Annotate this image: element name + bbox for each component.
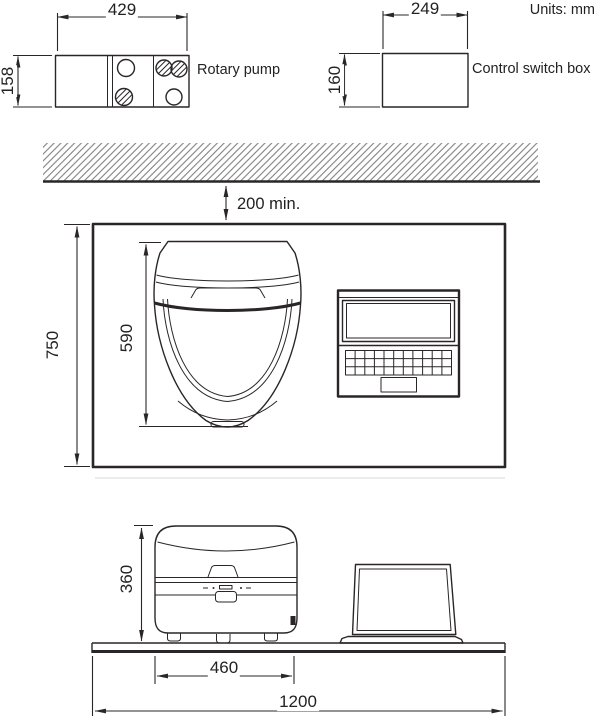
device-top-saddle-curve bbox=[157, 541, 295, 552]
pump-port-circle bbox=[165, 88, 183, 106]
dimension-pump-height bbox=[13, 54, 52, 108]
device-front-band bbox=[154, 301, 301, 312]
dimension-device-depth bbox=[139, 241, 248, 428]
device-feet bbox=[167, 633, 278, 644]
dimension-table-depth bbox=[64, 223, 90, 468]
clearance-label: 200 min. bbox=[237, 195, 301, 213]
device-top-seam-1 bbox=[156, 274, 299, 282]
dim-label-box-width: 249 bbox=[408, 0, 442, 19]
control-switch-box-figure bbox=[381, 52, 469, 108]
control-switch-box-caption: Control switch box bbox=[472, 61, 591, 77]
laptop-base-side bbox=[339, 635, 464, 644]
laptop-display-side bbox=[356, 568, 452, 631]
dimension-box-height bbox=[339, 52, 380, 108]
table-top-view bbox=[91, 222, 507, 469]
device-latch bbox=[215, 591, 237, 603]
laptop-top-view bbox=[336, 289, 461, 398]
rotary-pump-figure bbox=[54, 54, 190, 108]
device-body-seam bbox=[155, 577, 297, 583]
laptop-side-view bbox=[339, 563, 464, 644]
device-side-outline bbox=[154, 525, 298, 634]
rotary-pump-caption: Rotary pump bbox=[197, 62, 281, 78]
device-handle-top bbox=[190, 287, 266, 299]
rotary-pump-body bbox=[54, 54, 190, 108]
dimension-device-height bbox=[134, 524, 153, 642]
device-top-view bbox=[153, 240, 302, 428]
device-outline bbox=[153, 240, 302, 428]
dim-label-pump-width: 429 bbox=[105, 0, 139, 20]
rotary-pump-dividers bbox=[107, 55, 154, 107]
dim-label-pump-height: 158 bbox=[0, 64, 18, 98]
dimension-table-width bbox=[91, 656, 506, 716]
device-top-seam-2 bbox=[155, 281, 300, 289]
device-side-view bbox=[154, 525, 298, 644]
pump-screw-cap bbox=[170, 60, 188, 78]
laptop-screen-side bbox=[351, 563, 457, 636]
pump-port-circle bbox=[116, 58, 136, 78]
pump-screw-cap bbox=[114, 87, 134, 107]
device-side-connector bbox=[290, 616, 296, 625]
device-lid-inner bbox=[167, 298, 288, 397]
pump-screw-cap bbox=[155, 59, 173, 77]
table-ends bbox=[91, 643, 506, 653]
dim-label-device-footprint: 460 bbox=[207, 658, 241, 678]
device-bottom-contour bbox=[177, 400, 278, 421]
dim-label-device-depth: 590 bbox=[117, 321, 137, 355]
units-label: Units: mm bbox=[529, 2, 595, 18]
device-handle-front bbox=[207, 565, 239, 578]
wall-hatch bbox=[43, 143, 540, 183]
dim-label-box-height: 160 bbox=[325, 63, 345, 97]
device-lid-outer bbox=[162, 298, 293, 402]
laptop-screen-bezel bbox=[341, 299, 456, 343]
dim-label-table-depth: 750 bbox=[43, 328, 63, 362]
table-side-view bbox=[91, 642, 506, 653]
laptop-trackpad bbox=[380, 377, 417, 393]
laptop-display bbox=[346, 303, 451, 339]
laptop-body bbox=[336, 289, 461, 398]
control-box-body bbox=[381, 52, 469, 108]
dim-label-device-height: 360 bbox=[117, 562, 137, 596]
table-outline bbox=[91, 222, 507, 469]
dim-label-table-width: 1200 bbox=[277, 692, 319, 712]
laptop-keyboard bbox=[345, 350, 452, 376]
device-indicator-marks bbox=[203, 585, 251, 590]
